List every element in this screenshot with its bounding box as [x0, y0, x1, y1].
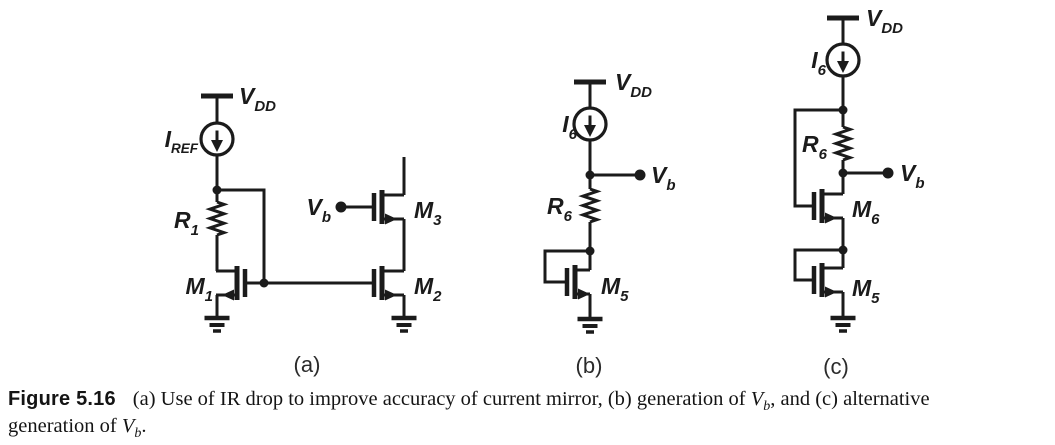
current-source-i6-b: [572, 106, 608, 142]
circuit-a-schematic: VDD IREF R1 M1 M2 M3 Vb (a): [165, 83, 443, 377]
transistor-m2: [371, 266, 404, 301]
label-m6: M6: [852, 196, 880, 228]
vdd-rail-b: [574, 79, 606, 108]
caption-text-4: .: [141, 415, 147, 437]
caption-text-2: , and (c) alternative: [770, 388, 930, 410]
transistor-m5-b: [564, 265, 590, 300]
current-source-i6-c: [825, 42, 861, 78]
vb-terminal-b: [590, 169, 646, 181]
current-source-iref: [199, 121, 235, 157]
label-vdd-a: VDD: [239, 83, 276, 115]
vdd-rail-a: [201, 93, 233, 123]
transistor-m3: [371, 190, 404, 225]
caption-line-1: Figure 5.16 (a) Use of IR drop to improve…: [8, 386, 1053, 415]
label-m5-b: M5: [601, 273, 629, 305]
subfigure-tag-b: (b): [576, 353, 603, 378]
ground-symbol: [830, 315, 856, 333]
wire-gate-feed: [217, 188, 266, 283]
label-vb-a: Vb: [306, 194, 331, 226]
subfigure-tag-a: (a): [294, 352, 321, 377]
circuit-figure-svg: VDD IREF R1 M1 M2 M3 Vb (a): [165, 5, 925, 379]
label-vb-b: Vb: [651, 162, 676, 194]
label-vb-c: Vb: [900, 160, 925, 192]
resistor-r6-b: [578, 175, 602, 251]
circuit-c-schematic: VDD I6 R6 Vb M6 M5 (c): [793, 5, 925, 379]
label-r6-c: R6: [802, 131, 828, 163]
vb-terminal-a: [335, 201, 374, 213]
vb-symbol: Vb: [121, 415, 142, 442]
label-m5-c: M5: [852, 275, 880, 307]
transistor-m1: [216, 266, 248, 301]
transistor-m6: [811, 189, 843, 224]
vb-terminal-c: [843, 167, 894, 179]
figure-number: Figure 5.16: [8, 388, 116, 410]
label-m1: M1: [185, 273, 213, 305]
label-r1: R1: [174, 207, 199, 239]
wire-diode-loop-b: [543, 249, 590, 284]
caption-text-3: generation of: [8, 415, 122, 437]
wire-gate-feedback-c: [793, 108, 843, 208]
label-r6-b: R6: [547, 193, 573, 225]
label-vdd-c: VDD: [866, 5, 903, 37]
label-iref: IREF: [165, 126, 199, 156]
figure-caption: Figure 5.16 (a) Use of IR drop to improve…: [8, 386, 1053, 442]
circuit-b-schematic: VDD I6 Vb R6 M5 (b): [543, 69, 676, 378]
ground-symbol: [204, 315, 230, 333]
subfigure-tag-c: (c): [823, 354, 849, 379]
caption-text-1: (a) Use of IR drop to improve accuracy o…: [132, 388, 751, 410]
resistor-r1: [205, 190, 229, 271]
label-vdd-b: VDD: [615, 69, 652, 101]
label-i6-b: I6: [562, 111, 577, 143]
ground-symbol: [577, 316, 603, 334]
label-m2: M2: [414, 273, 442, 305]
wire-diode-loop-c: [793, 248, 843, 282]
vdd-rail-c: [827, 15, 859, 44]
caption-line-2: generation of Vb.: [8, 413, 1053, 442]
vb-symbol: Vb: [750, 388, 771, 415]
label-i6-c: I6: [811, 47, 826, 79]
label-m3: M3: [414, 197, 442, 229]
resistor-r6-c: [831, 110, 855, 173]
transistor-m5-c: [811, 263, 843, 298]
ground-symbol: [391, 315, 417, 333]
